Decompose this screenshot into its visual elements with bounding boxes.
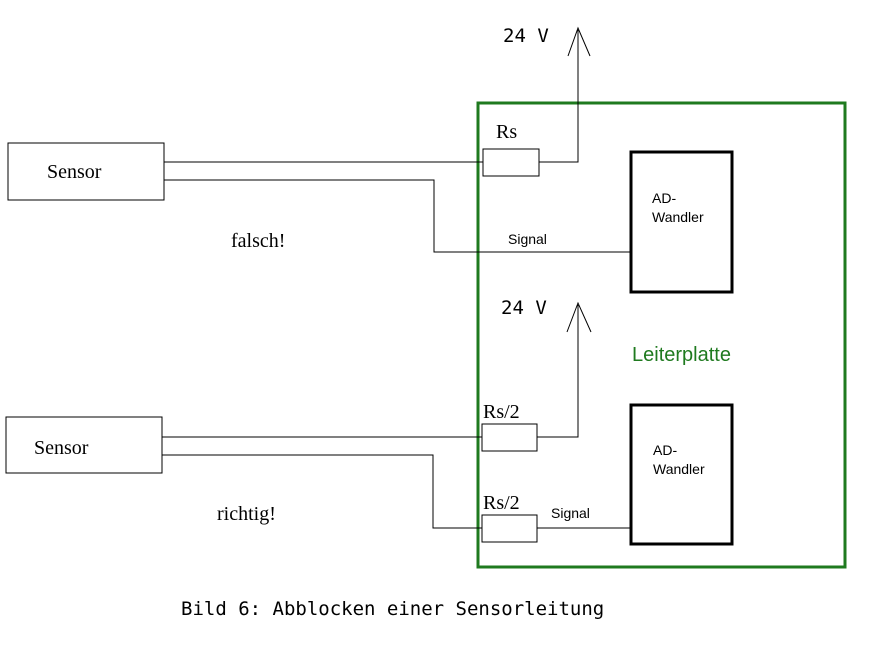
upper-voltage-label: 24 V bbox=[503, 25, 549, 47]
lower-vcc-arrow bbox=[566, 301, 592, 333]
upper-ad-label-line2: Wandler bbox=[652, 209, 704, 225]
lower-signal-wire-in bbox=[162, 454, 482, 529]
lower-vcc-wire bbox=[537, 305, 579, 438]
lower-voltage-label: 24 V bbox=[501, 297, 547, 319]
circuit-board-outline bbox=[476, 101, 847, 569]
upper-sensor-label: Sensor bbox=[47, 161, 102, 183]
upper-sensor-box bbox=[7, 142, 165, 201]
upper-vcc-wire bbox=[539, 30, 579, 163]
board-label: Leiterplatte bbox=[632, 344, 731, 366]
upper-verdict: falsch! bbox=[231, 230, 285, 252]
upper-signal-label: Signal bbox=[508, 231, 547, 247]
lower-signal-label: Signal bbox=[551, 505, 590, 521]
lower-resistor-bottom bbox=[481, 514, 538, 543]
upper-ad-converter bbox=[629, 150, 734, 294]
upper-resistor-rs bbox=[482, 148, 540, 177]
lower-ad-label-line1: AD- bbox=[653, 442, 677, 458]
upper-resistor-label: Rs bbox=[496, 121, 517, 143]
figure-caption: Bild 6: Abblocken einer Sensorleitung bbox=[181, 598, 604, 620]
lower-ad-label-line2: Wandler bbox=[653, 461, 705, 477]
upper-signal-wire bbox=[164, 179, 630, 253]
lower-ad-converter bbox=[629, 403, 734, 546]
lower-resistor-top-label: Rs/2 bbox=[483, 401, 520, 423]
upper-ad-label-line1: AD- bbox=[652, 190, 676, 206]
lower-resistor-top bbox=[481, 423, 538, 452]
lower-sensor-box bbox=[5, 416, 163, 474]
lower-verdict: richtig! bbox=[217, 503, 276, 525]
upper-vcc-arrow bbox=[567, 26, 591, 57]
lower-sensor-label: Sensor bbox=[34, 437, 89, 459]
lower-resistor-bottom-label: Rs/2 bbox=[483, 492, 520, 514]
